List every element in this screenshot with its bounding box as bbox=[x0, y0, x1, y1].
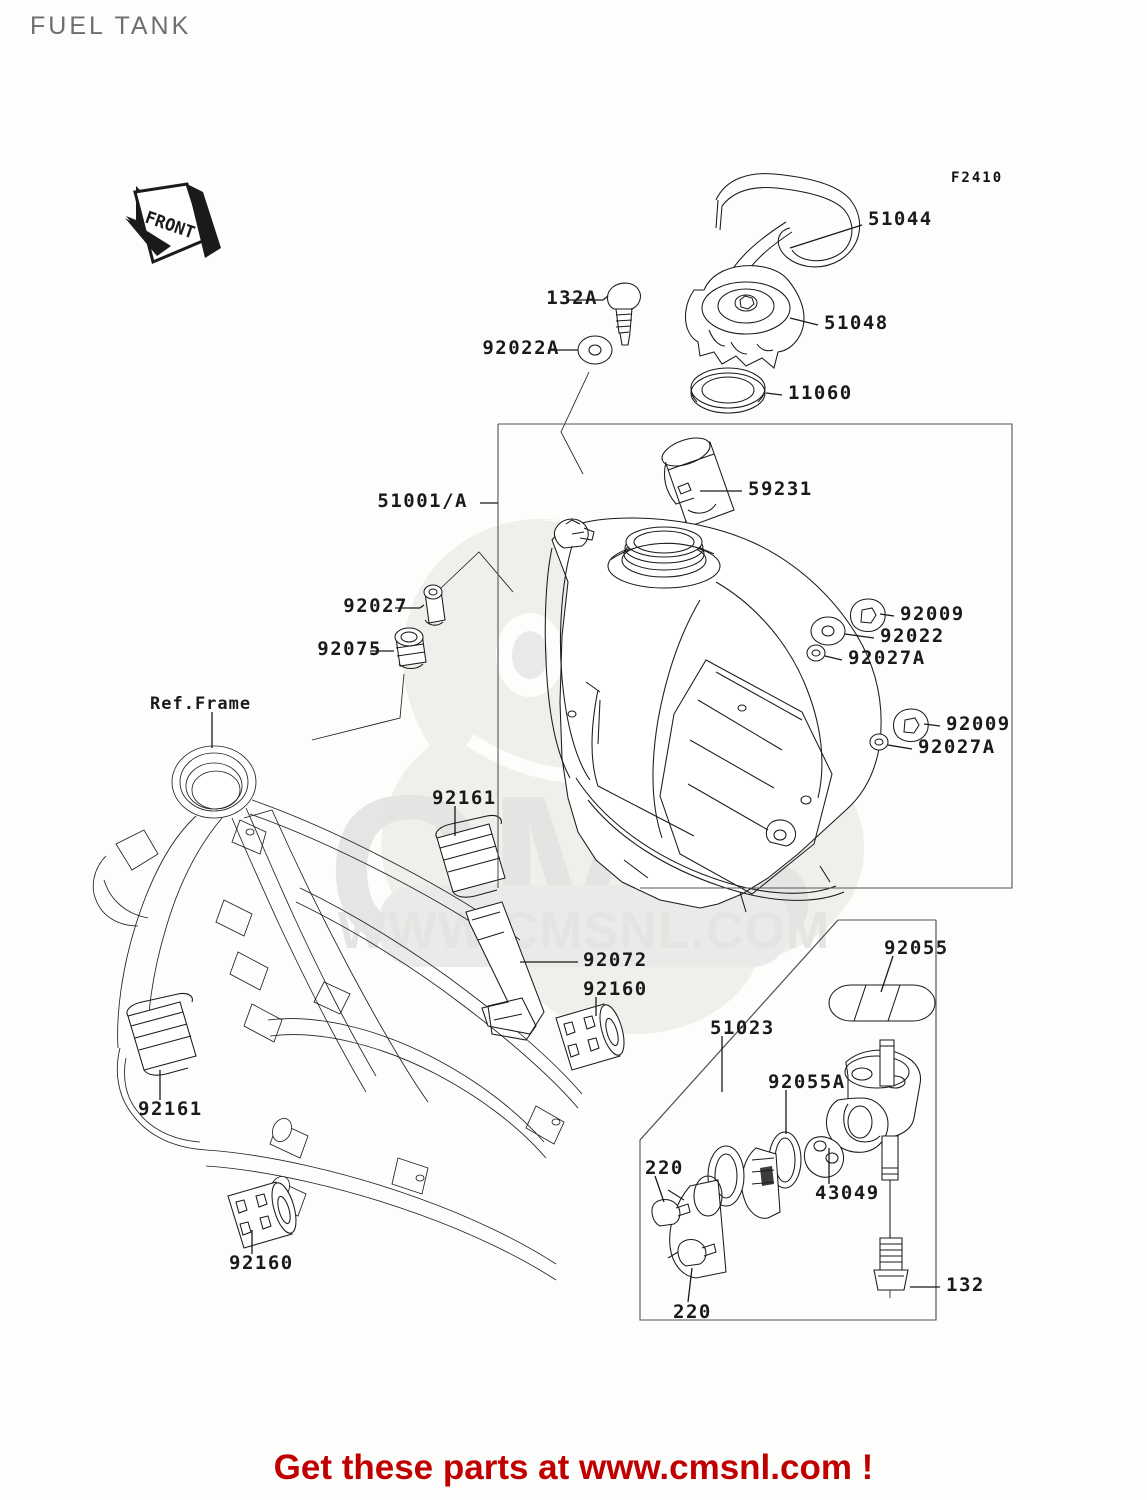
part-o-ring-92055 bbox=[829, 985, 935, 1021]
group-box-tap bbox=[640, 920, 936, 1320]
callout-92072[interactable]: 92072 bbox=[583, 949, 648, 971]
callout-92009-lower[interactable]: 92009 bbox=[946, 713, 1011, 735]
callout-11060[interactable]: 11060 bbox=[788, 382, 853, 404]
callout-92027[interactable]: 92027 bbox=[343, 595, 408, 617]
part-bolt-132A bbox=[607, 283, 640, 345]
front-arrow-icon: FRONT bbox=[125, 184, 221, 262]
part-damper-92160-left bbox=[228, 1180, 301, 1248]
callout-92009-upper[interactable]: 92009 bbox=[900, 603, 965, 625]
footer-promo-text[interactable]: Get these parts at www.cmsnl.com ! bbox=[273, 1448, 874, 1487]
callout-51048[interactable]: 51048 bbox=[824, 312, 889, 334]
callout-220-lower[interactable]: 220 bbox=[673, 1301, 712, 1323]
callout-92160-left[interactable]: 92160 bbox=[229, 1252, 294, 1274]
callout-92055A[interactable]: 92055A bbox=[768, 1071, 846, 1093]
part-cap-gasket-11060 bbox=[691, 368, 765, 413]
callout-132A[interactable]: 132A bbox=[546, 287, 598, 309]
page-title: FUEL TANK bbox=[30, 12, 192, 40]
part-frame-reference bbox=[93, 746, 582, 1280]
part-hardware-lower bbox=[870, 709, 928, 750]
callout-92161-top[interactable]: 92161 bbox=[432, 787, 497, 809]
callout-51001-A[interactable]: 51001/A bbox=[377, 490, 468, 512]
part-washer-92022A bbox=[561, 336, 612, 474]
part-damper-ribbed-92161-top bbox=[436, 815, 505, 897]
callout-92055[interactable]: 92055 bbox=[884, 937, 949, 959]
part-fuel-tap-51023 bbox=[652, 1040, 921, 1298]
callout-51023[interactable]: 51023 bbox=[710, 1017, 775, 1039]
callout-51044[interactable]: 51044 bbox=[868, 208, 933, 230]
svg-text:WWW.CMSNL.COM: WWW.CMSNL.COM bbox=[338, 902, 830, 960]
part-fuel-strainer-59231 bbox=[658, 433, 734, 568]
diagram-code: F2410 bbox=[951, 170, 1004, 186]
part-damper-92075 bbox=[312, 628, 426, 740]
callout-92160-right[interactable]: 92160 bbox=[583, 978, 648, 1000]
part-fuel-tank-51001A bbox=[545, 518, 881, 912]
part-damper-92160-right bbox=[556, 1002, 629, 1070]
callout-92027A-lower[interactable]: 92027A bbox=[918, 736, 996, 758]
callout-59231[interactable]: 59231 bbox=[748, 478, 813, 500]
part-damper-ribbed-92161-bottom bbox=[127, 993, 196, 1075]
callout-220-upper[interactable]: 220 bbox=[645, 1157, 684, 1179]
part-hardware-upper bbox=[807, 599, 885, 661]
callout-ref-frame[interactable]: Ref.Frame bbox=[150, 694, 252, 714]
callout-92027A-upper[interactable]: 92027A bbox=[848, 647, 926, 669]
part-collar-92027 bbox=[424, 552, 513, 625]
callout-132[interactable]: 132 bbox=[946, 1274, 985, 1296]
part-tank-cap-51048 bbox=[686, 266, 805, 368]
callout-92161-bottom[interactable]: 92161 bbox=[138, 1098, 203, 1120]
callout-92022A[interactable]: 92022A bbox=[482, 337, 560, 359]
callout-43049[interactable]: 43049 bbox=[815, 1182, 880, 1204]
callout-92022[interactable]: 92022 bbox=[880, 625, 945, 647]
part-band-92072 bbox=[466, 902, 544, 1040]
callout-92075[interactable]: 92075 bbox=[317, 638, 382, 660]
